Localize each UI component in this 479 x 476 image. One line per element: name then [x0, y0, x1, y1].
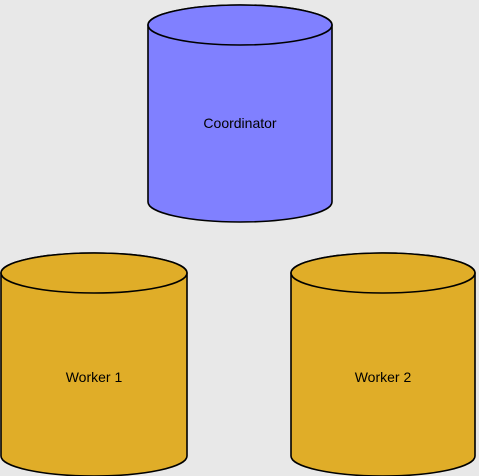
worker-1-cylinder-top [0, 252, 188, 294]
coordinator-label: Coordinator [203, 115, 276, 131]
worker-2-node[interactable]: Worker 2 [290, 252, 476, 476]
coordinator-node[interactable]: Coordinator [147, 4, 333, 223]
worker-1-node[interactable]: Worker 1 [0, 252, 188, 476]
worker-2-cylinder-top [290, 252, 476, 294]
coordinator-cylinder-top [147, 4, 333, 46]
worker-1-label: Worker 1 [66, 369, 123, 385]
worker-2-label: Worker 2 [355, 369, 412, 385]
